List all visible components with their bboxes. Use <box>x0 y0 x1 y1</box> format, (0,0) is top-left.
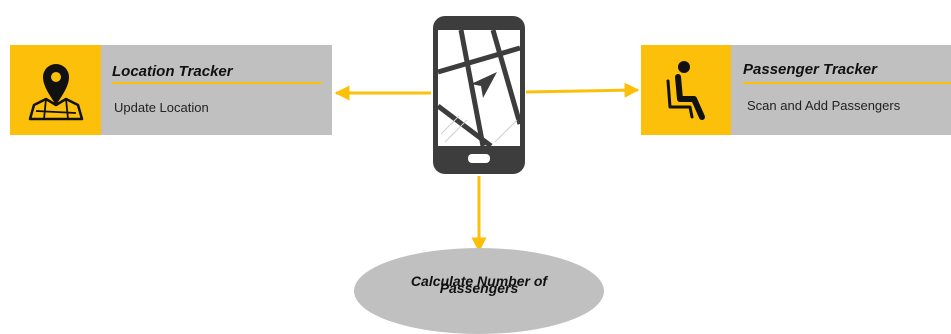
location-tracker-title: Location Tracker <box>112 63 233 80</box>
calculate-passengers-node: Calculate Number of Passengers <box>354 248 604 334</box>
seated-person-icon <box>666 61 705 120</box>
smartphone-navigation-icon <box>433 16 525 174</box>
passenger-tracker-icon-box <box>641 45 731 135</box>
arrow-to-passenger-tracker <box>525 82 640 98</box>
passenger-tracker-subtitle: Scan and Add Passengers <box>747 98 901 113</box>
location-tracker-underline <box>112 82 322 84</box>
location-tracker-subtitle: Update Location <box>114 100 209 115</box>
passenger-tracker-card: Passenger Tracker Scan and Add Passenger… <box>641 45 951 135</box>
calculate-label-line1: Calculate Number of <box>410 273 548 289</box>
map-pin-icon <box>28 64 83 121</box>
passenger-tracker-title: Passenger Tracker <box>743 61 877 78</box>
passenger-tracker-underline <box>743 82 951 84</box>
calculate-label-line2: Passengers <box>439 280 519 296</box>
location-tracker-card: Location Tracker Update Location <box>10 45 332 135</box>
location-tracker-icon-box <box>10 45 101 135</box>
